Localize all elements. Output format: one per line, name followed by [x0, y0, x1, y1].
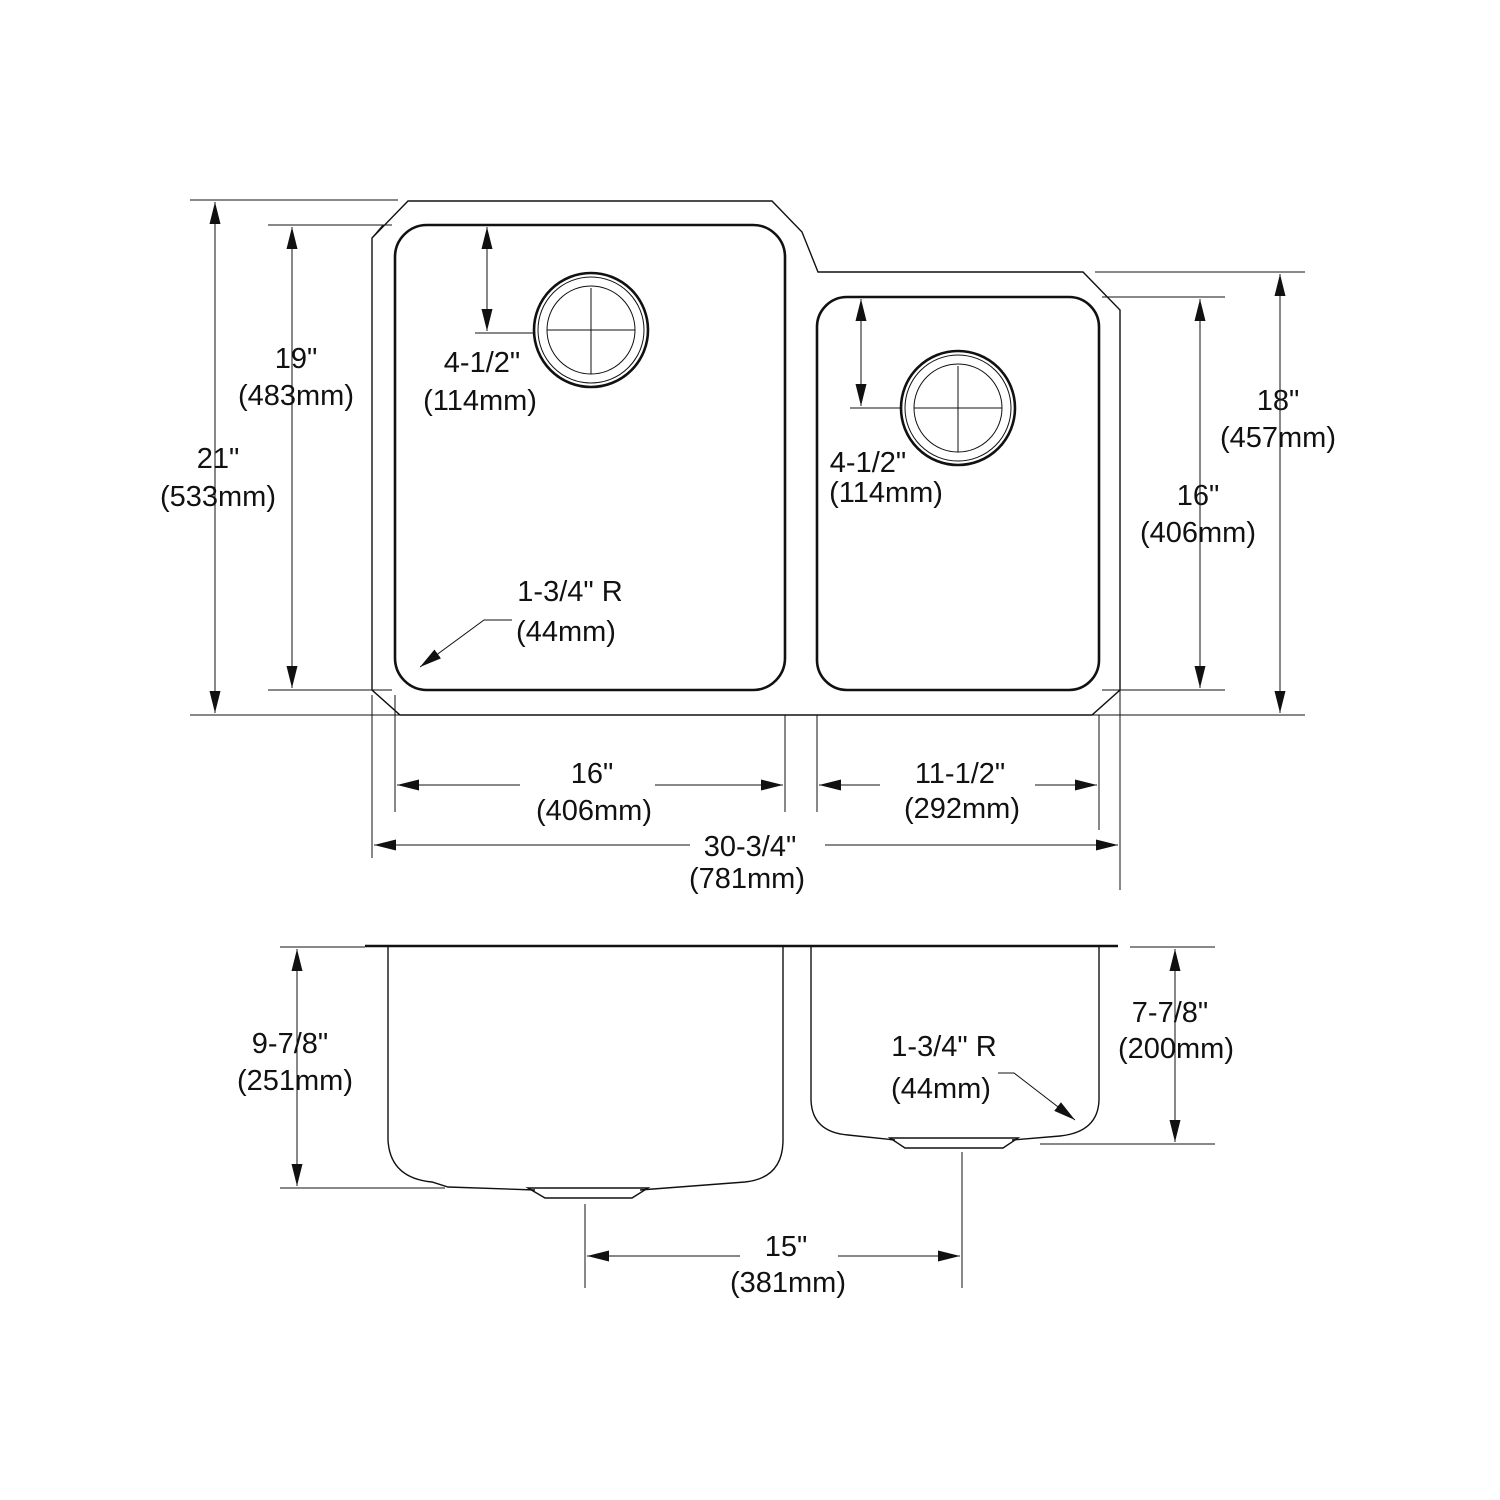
right-overall-depth-in: 18": [1257, 385, 1300, 417]
corner-radius-mm: (44mm): [516, 616, 616, 648]
side-corner-radius-mm: (44mm): [891, 1073, 991, 1105]
right-drain: [899, 349, 1017, 467]
side-corner-radius-leader: [998, 1072, 1076, 1121]
top-view: 21" (533mm) 19" (483mm) 18" (457mm) 16" …: [160, 199, 1336, 895]
right-depth-mm: (200mm): [1118, 1033, 1234, 1065]
right-bowl: [815, 295, 1101, 692]
left-depth-in: 9-7/8": [252, 1028, 328, 1060]
left-bowl-profile: [387, 947, 784, 1191]
right-drain-offset-in: 4-1/2": [830, 447, 906, 479]
extension-lines: [190, 199, 1305, 890]
right-bowl-depth-mm: (406mm): [1140, 517, 1256, 549]
corner-radius-leader: [419, 619, 512, 668]
corner-radius-in: 1-3/4" R: [517, 576, 622, 608]
left-bowl-depth-in: 19": [275, 343, 318, 375]
overall-width-in: 30-3/4": [704, 831, 797, 863]
left-bowl: [393, 223, 787, 692]
right-drain-profile: [887, 1137, 1021, 1149]
left-bowl-depth-mm: (483mm): [238, 380, 354, 412]
sink-flange-outline: [371, 200, 1121, 716]
right-drain-offset-mm: (114mm): [829, 477, 943, 509]
side-view: 9-7/8" (251mm) 7-7/8" (200mm) 1-3/4" R (…: [237, 944, 1234, 1299]
left-drain: [532, 271, 650, 389]
right-overall-depth-mm: (457mm): [1220, 422, 1336, 454]
left-depth-mm: (251mm): [237, 1065, 353, 1097]
side-corner-radius-in: 1-3/4" R: [891, 1031, 996, 1063]
left-bowl-width-in: 16": [571, 758, 614, 790]
left-drain-offset-in: 4-1/2": [444, 347, 520, 379]
side-extension-lines: [280, 946, 1215, 1288]
overall-depth-in: 21": [197, 443, 240, 475]
drain-spacing-mm: (381mm): [730, 1267, 846, 1299]
overall-depth-mm: (533mm): [160, 481, 276, 513]
right-bowl-width-in: 11-1/2": [915, 758, 1005, 790]
overall-width-mm: (781mm): [689, 863, 805, 895]
left-bowl-width-mm: (406mm): [536, 795, 652, 827]
right-bowl-depth-in: 16": [1177, 480, 1220, 512]
left-drain-offset-mm: (114mm): [423, 385, 537, 417]
right-depth-in: 7-7/8": [1132, 997, 1208, 1029]
drain-spacing-in: 15": [765, 1231, 808, 1263]
left-drain-profile: [525, 1187, 651, 1199]
right-bowl-width-mm: (292mm): [904, 793, 1020, 825]
right-bowl-profile: [810, 947, 1100, 1141]
